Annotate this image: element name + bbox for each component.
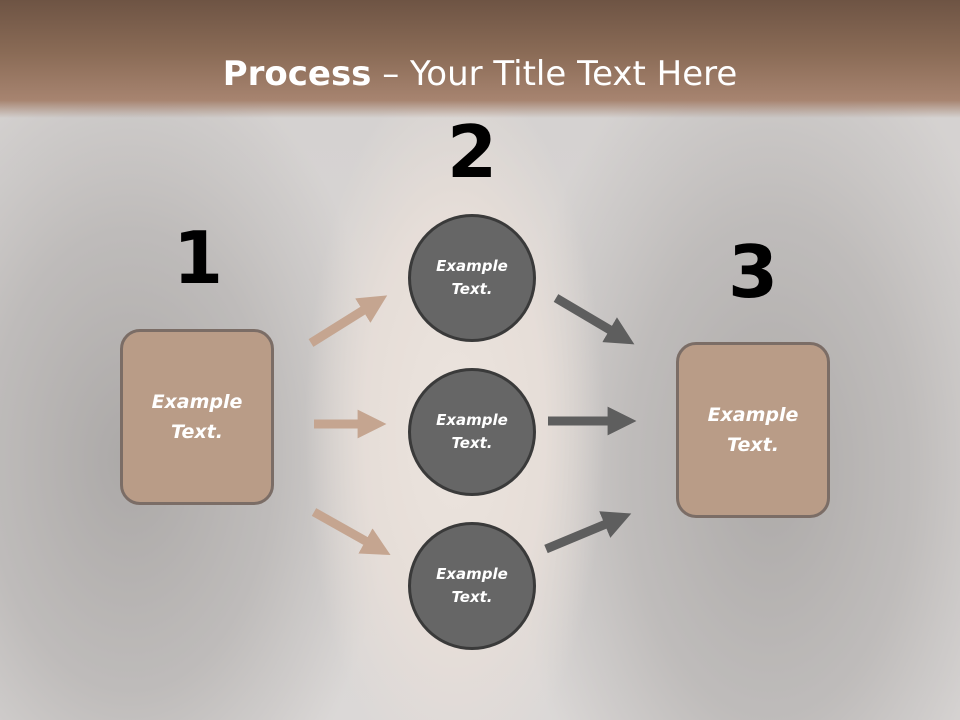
title-bar: Process – Your Title Text Here [0,0,960,118]
step-1-box: Example Text. [120,329,274,505]
step-1-label: Example Text. [151,391,243,443]
step-3-label: Example Text. [707,404,799,456]
step-number-2: 2 [446,110,498,194]
step-2-circle-bottom: Example Text. [408,522,536,650]
step-2-label-top: Example Text. [436,257,508,298]
step-2-label-middle: Example Text. [436,411,508,452]
step-2-circle-middle: Example Text. [408,368,536,496]
title-bold: Process [222,54,372,94]
arrow-1-to-2-bottom [311,508,391,556]
step-2-circle-top: Example Text. [408,214,536,342]
title-rest: – Your Title Text Here [371,54,738,94]
slide-title: Process – Your Title Text Here [0,52,960,96]
arrow-2-to-3-top [553,294,635,345]
step-number-1: 1 [172,216,224,300]
arrow-1-to-2-top [308,295,388,347]
step-3-box: Example Text. [676,342,830,518]
arrow-2-to-3-bottom [544,511,632,554]
step-2-label-bottom: Example Text. [436,565,508,606]
step-number-3: 3 [727,230,779,314]
